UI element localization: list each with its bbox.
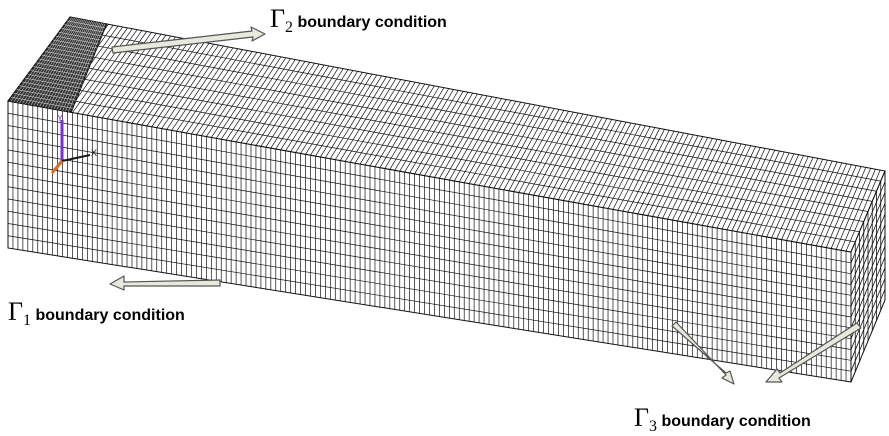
x-axis-label: X — [91, 148, 97, 158]
top-face-grid-line-v — [54, 37, 877, 192]
dense-grid-line — [27, 74, 83, 85]
front-face-grid-line-v — [7, 186, 852, 329]
top-face-grid-line-v — [38, 58, 869, 212]
dense-grid-line — [59, 22, 101, 111]
dense-grid-line — [42, 20, 91, 108]
gamma2-subscript: 2 — [285, 19, 294, 36]
top-face-grid-line-v — [15, 90, 856, 243]
gamma3-symbol: Γ — [634, 403, 650, 432]
dense-grid-line — [30, 70, 85, 81]
dense-grid-line — [16, 89, 77, 101]
gamma1-symbol: Γ — [8, 297, 24, 326]
dense-grid-line — [19, 85, 78, 97]
end-face-grid-line-v — [850, 192, 886, 274]
gamma3-arrow-left — [671, 321, 735, 385]
dense-grid-line — [56, 22, 99, 110]
dense-grid-line — [10, 96, 73, 109]
dense-grid-line — [13, 93, 75, 105]
front-face-grid-line-v — [7, 174, 852, 318]
gamma2-text: boundary condition — [297, 14, 447, 31]
front-face-grid-line-v — [7, 137, 852, 285]
top-face-grid-line-v — [46, 48, 873, 202]
gamma2-symbol: Γ — [270, 4, 286, 33]
y-axis-label: Y — [57, 113, 63, 123]
dense-grid-line — [36, 62, 88, 73]
end-face-grid-line-v — [850, 289, 886, 372]
gamma3-boundary-label: Γ3 boundary condition — [634, 403, 811, 436]
dense-grid-line — [50, 21, 96, 109]
gamma3-text: boundary condition — [661, 413, 811, 430]
dense-grid-line — [38, 58, 89, 69]
end-face-grid-line-v — [850, 203, 886, 285]
end-face-grid-line-v — [850, 224, 886, 307]
dense-grid-line — [22, 81, 80, 93]
end-face-grid-line-v — [850, 181, 886, 263]
top-face-grid-line-v — [62, 27, 881, 182]
front-face-grid-line-v — [7, 125, 852, 275]
gamma1-boundary-label: Γ1 boundary condition — [8, 297, 185, 330]
front-face-grid-line-v — [7, 223, 852, 361]
front-face-grid-line-v — [7, 161, 852, 307]
gamma1-arrow — [109, 275, 221, 291]
dense-grid-line — [65, 23, 104, 112]
dense-grid-line — [24, 77, 81, 89]
top-face-mesh — [7, 16, 886, 253]
z-axis-line — [50, 160, 64, 174]
front-face-grid-line-v — [7, 235, 852, 372]
front-face-grid-line-v — [7, 198, 852, 340]
end-face-grid-line-v — [850, 246, 886, 328]
gamma2-arrow — [111, 26, 266, 54]
dense-grid-line — [53, 21, 97, 110]
end-face-grid-line-v — [850, 213, 886, 296]
top-face-grid-line-v — [23, 79, 860, 233]
dense-grid-line — [68, 23, 106, 112]
gamma2-boundary-label: Γ2 boundary condition — [270, 4, 447, 37]
front-face-grid-line-v — [7, 149, 852, 296]
front-face-grid-line-v — [7, 210, 852, 350]
coordinate-triad: Y X — [50, 113, 97, 174]
gamma3-subscript: 3 — [649, 418, 658, 435]
top-face-grid-line-v — [31, 69, 864, 222]
dense-grid-line — [45, 20, 92, 108]
dense-grid-line — [62, 22, 102, 111]
end-face-grid-line-v — [850, 278, 886, 361]
end-face-grid-line-v — [850, 267, 886, 350]
end-face-grid-line-v — [850, 235, 886, 318]
x-axis-line — [61, 154, 91, 162]
gamma1-text: boundary condition — [35, 307, 185, 324]
gamma1-subscript: 1 — [23, 312, 32, 329]
dense-grid-line — [48, 21, 94, 109]
gamma3-arrow-right — [765, 322, 862, 383]
gamma2-dense-mesh-region — [7, 16, 108, 113]
front-face-mesh — [7, 100, 852, 383]
front-face-grid-line-v — [7, 112, 852, 264]
dense-grid-line — [33, 66, 86, 77]
